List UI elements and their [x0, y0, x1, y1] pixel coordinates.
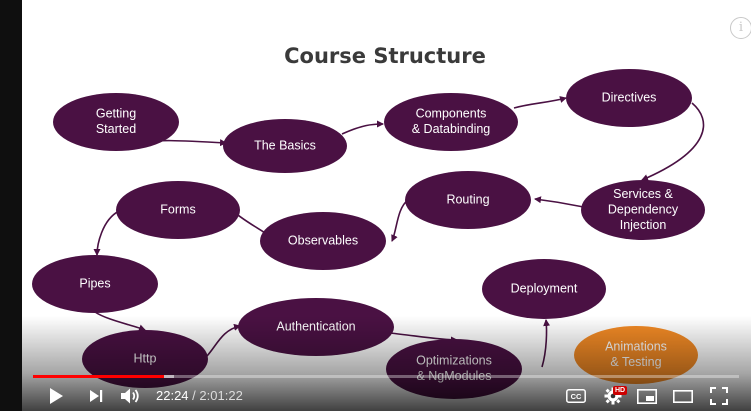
flow-arrow [341, 120, 384, 135]
node-shape [384, 93, 518, 151]
node-shape [32, 255, 158, 313]
node-shape [566, 69, 692, 127]
captions-label: CC [571, 392, 582, 401]
node-shape [581, 180, 705, 240]
node-label: Optimizations [416, 354, 492, 368]
time-separator: / [192, 388, 196, 403]
node-label: Components [416, 107, 487, 121]
play-button[interactable] [42, 381, 70, 411]
miniplayer-button[interactable] [634, 381, 660, 411]
miniplayer-icon [637, 388, 657, 404]
captions-icon: CC [566, 389, 586, 403]
flow-arrow [93, 210, 120, 256]
node-directives: Directives [566, 69, 692, 127]
flow-arrow [541, 319, 551, 368]
slide-title: Course Structure [284, 44, 486, 68]
node-the-basics: The Basics [223, 119, 347, 173]
fullscreen-icon [710, 387, 728, 405]
node-label: Started [96, 122, 136, 136]
node-label: The Basics [254, 138, 316, 152]
node-label: Animations [605, 340, 667, 354]
flow-arrow [513, 96, 567, 109]
flow-arrow [389, 332, 458, 344]
volume-icon [121, 388, 139, 404]
node-shape [482, 259, 606, 319]
volume-button[interactable] [118, 381, 144, 411]
next-button[interactable] [84, 381, 108, 411]
node-label: Injection [620, 218, 667, 232]
captions-button[interactable]: CC [564, 381, 588, 411]
node-shape [53, 93, 179, 151]
node-routing: Routing [405, 171, 531, 229]
node-label: & Testing [610, 355, 661, 369]
node-label: Directives [602, 90, 657, 104]
flow-arrow [206, 323, 241, 357]
theater-icon [673, 389, 693, 403]
node-label: Authentication [276, 319, 355, 333]
node-label: Pipes [79, 276, 110, 290]
node-label: Observables [288, 233, 358, 247]
node-pipes: Pipes [32, 255, 158, 313]
flow-arrow [391, 199, 409, 242]
progress-played [33, 375, 164, 378]
duration: 2:01:22 [199, 388, 243, 403]
node-label: Http [134, 351, 157, 365]
node-label: Services & [613, 187, 673, 201]
node-deployment: Deployment [482, 259, 606, 319]
node-label: Dependency [608, 202, 679, 216]
node-http: Http [82, 330, 208, 388]
node-shape [260, 212, 386, 270]
time-display: 22:24 / 2:01:22 [156, 381, 243, 411]
node-label: Getting [96, 107, 136, 121]
progress-bar[interactable] [33, 375, 739, 378]
node-authentication: Authentication [238, 298, 394, 356]
node-shape [223, 119, 347, 173]
fullscreen-button[interactable] [706, 381, 732, 411]
player-controls: 22:24 / 2:01:22 CC [22, 381, 751, 411]
left-letterbox [0, 0, 22, 411]
next-icon [90, 390, 103, 402]
info-icon[interactable]: i [730, 17, 751, 39]
flow-arrow [641, 102, 705, 181]
node-label: Forms [160, 202, 195, 216]
settings-button[interactable]: HD [600, 381, 628, 411]
node-shape [405, 171, 531, 229]
node-components: Components& Databinding [384, 93, 518, 151]
node-forms: Forms [116, 181, 240, 239]
current-time: 22:24 [156, 388, 189, 403]
play-icon [50, 388, 63, 404]
flow-arrow [94, 311, 146, 332]
hd-badge: HD [613, 386, 628, 395]
node-observables: Observables [260, 212, 386, 270]
node-shape [116, 181, 240, 239]
node-label: Routing [446, 192, 489, 206]
node-label: Deployment [511, 281, 578, 295]
node-label: & Databinding [412, 122, 491, 136]
theater-mode-button[interactable] [670, 381, 696, 411]
